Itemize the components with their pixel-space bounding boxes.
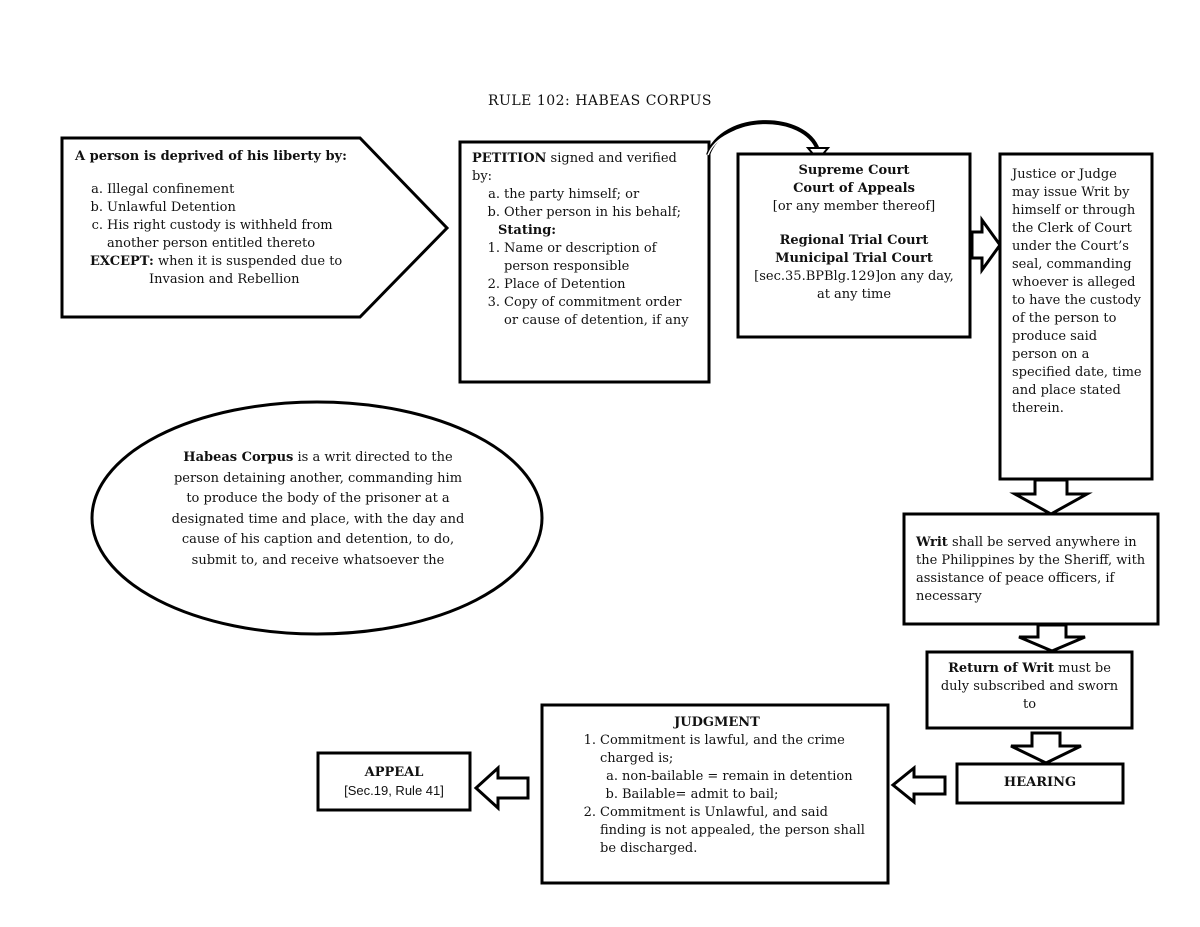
appeal-label: APPEAL xyxy=(364,765,424,780)
return-text: Return of Writ must be duly subscribed a… xyxy=(940,661,1119,712)
court-member-note: [or any member thereof] xyxy=(772,199,936,214)
deprived-except-2: Invasion and Rebellion xyxy=(149,272,300,287)
petition-box xyxy=(458,140,711,384)
definition-ellipse xyxy=(90,400,544,636)
stating-label: Stating: xyxy=(498,223,557,238)
judgment-subitem: b.Bailable= admit to bail; xyxy=(605,787,779,802)
court-mtc: Municipal Trial Court xyxy=(775,251,933,266)
deprived-heading: A person is deprived of his liberty by: xyxy=(75,149,347,164)
arrow-justice-to-writ xyxy=(1009,478,1093,516)
court-supreme: Supreme Court xyxy=(798,163,910,178)
stating-item: 3.Copy of commitment order or cause of d… xyxy=(487,295,689,328)
appeal-ref: [Sec.19, Rule 41] xyxy=(344,783,444,798)
judgment-box xyxy=(540,703,890,885)
deprived-item: b.Unlawful Detention xyxy=(90,200,236,215)
definition-clip: Habeas Corpus is a writ directed to the … xyxy=(170,446,466,594)
writ-text: Writ shall be served anywhere in the Phi… xyxy=(916,535,1146,604)
deprived-shape xyxy=(60,136,450,319)
page-title: RULE 102: HABEAS CORPUS xyxy=(488,93,712,109)
court-appeals: Court of Appeals xyxy=(793,181,915,196)
arrow-hearing-to-judgment xyxy=(890,764,947,806)
petition-text: PETITION signed and verified by: a.the p… xyxy=(472,150,700,330)
judgment-item: 2.Commitment is Unlawful, and said findi… xyxy=(583,805,865,856)
justice-text: Justice or Judge may issue Writ by himse… xyxy=(1012,167,1142,416)
hearing-label: HEARING xyxy=(1003,775,1077,790)
judgment-subitem: a.non-bailable = remain in detention xyxy=(606,769,853,784)
courts-text: Supreme Court Court of Appeals [or any m… xyxy=(748,162,960,304)
deprived-item: a.Illegal confinement xyxy=(91,182,235,197)
judgment-item: 1.Commitment is lawful, and the crime ch… xyxy=(583,733,845,766)
deprived-item: c.His right custody is withheld from ano… xyxy=(91,218,333,251)
appeal-box xyxy=(316,751,472,812)
arrow-return-to-hearing xyxy=(1010,731,1082,765)
writ-box xyxy=(902,512,1160,626)
court-jurisdiction-note: [sec.35.BPBlg.129]on any day, at any tim… xyxy=(754,269,954,302)
stating-item: 1.Name or description of person responsi… xyxy=(487,241,657,274)
arrow-judgment-to-appeal xyxy=(473,764,530,812)
courts-box xyxy=(736,152,972,339)
judgment-label: JUDGMENT xyxy=(674,715,760,730)
petition-item: b.Other person in his behalf; xyxy=(487,205,682,220)
petition-heading: PETITION signed and verified by: xyxy=(472,151,677,184)
deprived-text: A person is deprived of his liberty by: … xyxy=(75,148,375,289)
appeal-text: APPEAL [Sec.19, Rule 41] xyxy=(318,764,470,800)
deprived-except: EXCEPT: when it is suspended due to xyxy=(90,254,343,269)
curved-arrow xyxy=(706,120,820,156)
justice-box xyxy=(998,152,1154,481)
hearing-box xyxy=(955,762,1125,805)
judgment-text: JUDGMENT 1.Commitment is lawful, and the… xyxy=(556,714,878,858)
stating-item: 2.Place of Detention xyxy=(487,277,626,292)
return-box xyxy=(925,650,1134,730)
arrow-courts-to-justice xyxy=(970,215,1002,275)
arrow-writ-to-return xyxy=(1018,623,1086,653)
court-rtc: Regional Trial Court xyxy=(779,233,929,248)
definition-text: Habeas Corpus is a writ directed to the … xyxy=(171,450,465,568)
petition-item: a.the party himself; or xyxy=(488,187,640,202)
